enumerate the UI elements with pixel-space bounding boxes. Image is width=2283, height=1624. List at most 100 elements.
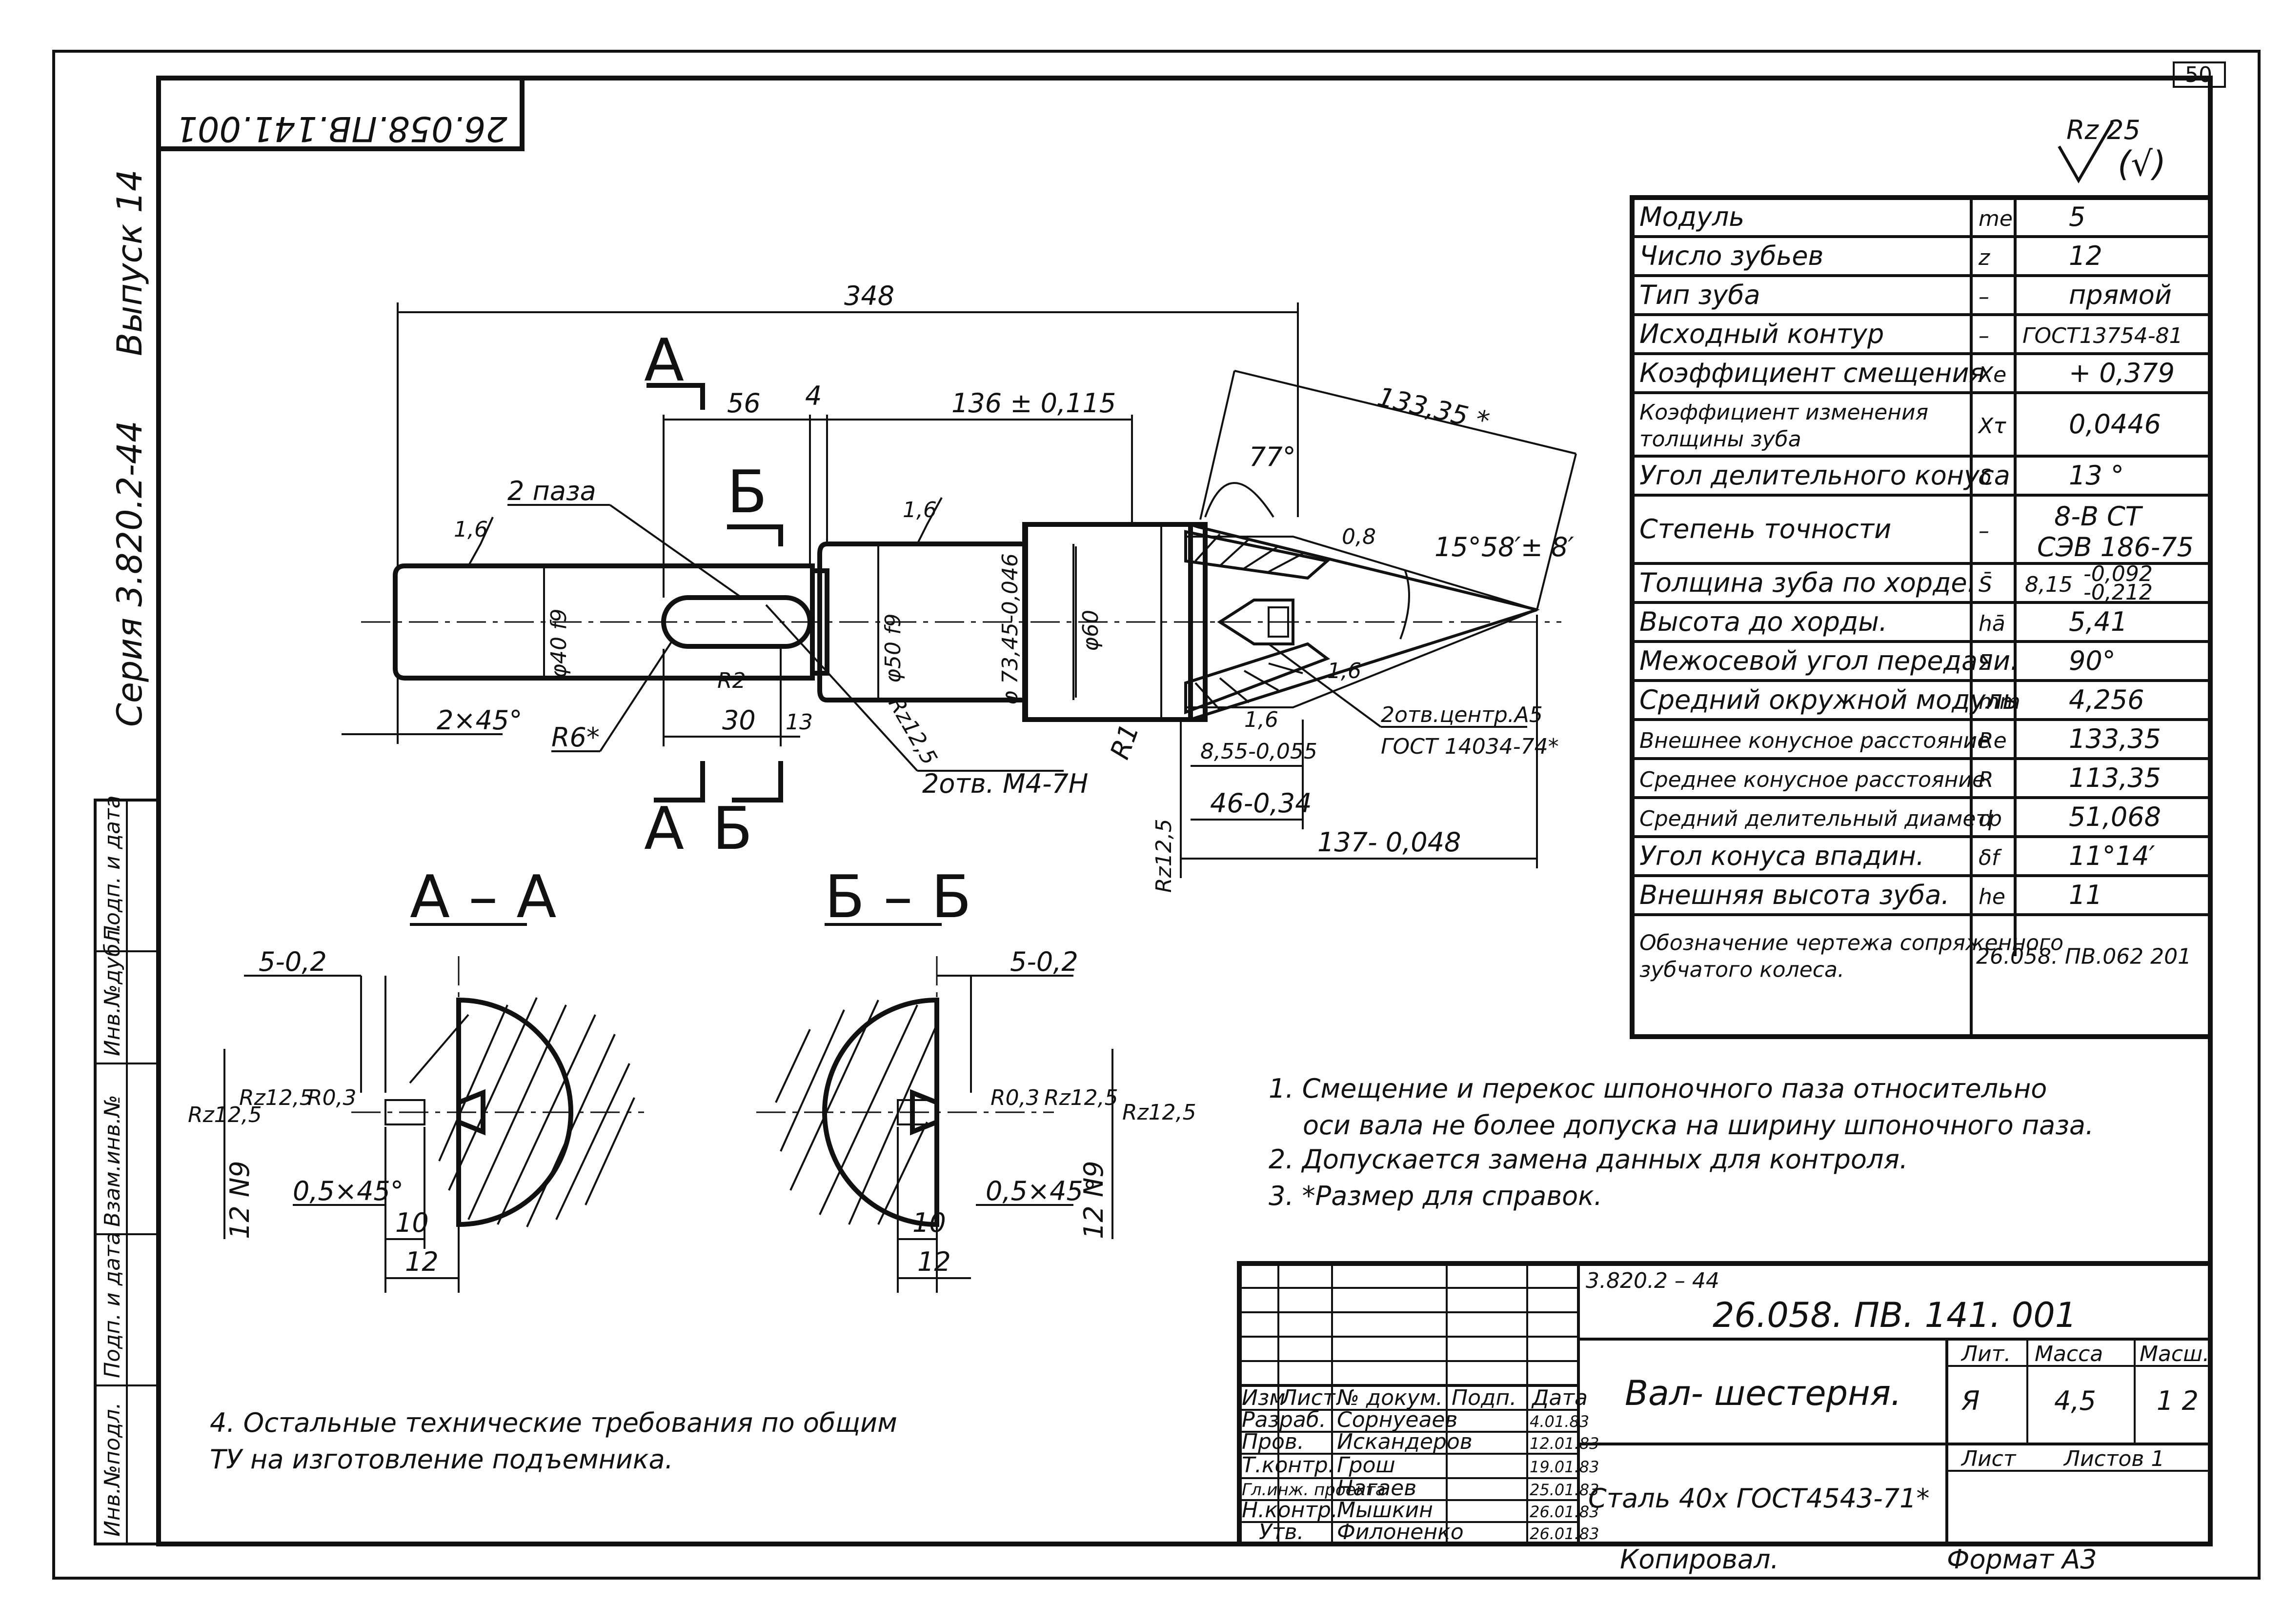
svg-text:5-0,2: 5-0,2	[1010, 946, 1078, 977]
svg-text:0,8: 0,8	[1342, 524, 1376, 549]
svg-text:12: 12	[405, 1246, 439, 1277]
svg-text:12 N9: 12 N9	[224, 1161, 255, 1239]
svg-text:Нагаев: Нагаев	[1337, 1476, 1416, 1501]
params-name: Обозначение чертежа сопряженного	[1639, 931, 2063, 956]
svg-text:26.01.83: 26.01.83	[1530, 1503, 1599, 1521]
params-name: Средний окружной модуль	[1639, 684, 2018, 715]
svg-text:77°: 77°	[1249, 441, 1296, 472]
svg-text:1,6: 1,6	[454, 517, 488, 542]
tooth-hatch-top	[1184, 530, 1331, 580]
svg-text:4.01.83: 4.01.83	[1530, 1412, 1589, 1431]
params-name: Коэффициент изменения	[1639, 400, 1928, 425]
params-symbol: z	[1978, 245, 1990, 270]
svg-text:1,6: 1,6	[1244, 707, 1278, 732]
params-name: Число зубьев	[1639, 241, 1823, 271]
params-value: 8,15	[2025, 572, 2073, 597]
params-value: ГОСТ13754-81	[2022, 323, 2183, 348]
left-strip: Подп. и дата Инв.№дубл. Взам.инв.№ Подп.…	[94, 795, 160, 1545]
params-value: + 0,379	[2069, 358, 2175, 388]
params-value: 0,0446	[2069, 409, 2161, 440]
params-value: СЭВ 186-75	[2037, 532, 2194, 562]
dimensions-main: 348 56 4 136 ± 0,115 133,35 * 77° 15°58′…	[342, 281, 1577, 893]
svg-text:Подп. и дата: Подп. и дата	[100, 795, 125, 942]
svg-text:Подп. и дата: Подп. и дата	[100, 1232, 125, 1378]
notes: 1. Смещение и перекос шпоночного паза от…	[1269, 1073, 2094, 1211]
svg-text:10: 10	[395, 1207, 429, 1238]
params-name: Толщина зуба по хорде.	[1639, 567, 1976, 598]
svg-text:13: 13	[786, 710, 813, 735]
svg-text:10: 10	[912, 1207, 946, 1238]
params-value: -0,092	[2083, 561, 2153, 586]
note-1b: оси вала не более допуска на ширину шпон…	[1303, 1110, 2094, 1141]
svg-text:19.01.83: 19.01.83	[1530, 1458, 1599, 1476]
svg-text:Филоненко: Филоненко	[1337, 1520, 1464, 1544]
svg-text:φ50 f9: φ50 f9	[881, 614, 906, 683]
params-name: Среднее конусное расстояние	[1639, 767, 1985, 792]
params-value: 51,068	[2069, 802, 2161, 832]
params-value: 11	[2069, 880, 2102, 910]
svg-text:2×45°: 2×45°	[437, 705, 522, 736]
params-value: 113,35	[2069, 762, 2161, 793]
svg-text:Rz12,5: Rz12,5	[883, 693, 942, 769]
svg-text:2 паза: 2 паза	[507, 476, 596, 506]
params-value: 13 °	[2069, 460, 2124, 491]
svg-text:137- 0,048: 137- 0,048	[1317, 827, 1461, 858]
params-value: прямой	[2069, 280, 2172, 310]
params-value: 26.058. ПВ.062 201	[1976, 944, 2191, 969]
params-symbol: –	[1979, 323, 1989, 348]
svg-text:8,55-0,055: 8,55-0,055	[1200, 739, 1317, 764]
params-symbol: Re	[1979, 728, 2007, 753]
svg-text:№ докум.: № докум.	[1335, 1385, 1443, 1410]
params-symbol: me	[1979, 206, 2013, 231]
params-name: Исходный контур	[1639, 319, 1884, 349]
svg-text:1 2: 1 2	[2157, 1385, 2199, 1416]
svg-text:φ40 f9: φ40 f9	[546, 609, 571, 678]
svg-text:30: 30	[722, 705, 756, 736]
outer-frame	[52, 50, 2261, 1580]
params-symbol: he	[1979, 884, 2005, 909]
series-label: Серия 3.820.2-44	[110, 421, 150, 727]
svg-text:46-0,34: 46-0,34	[1210, 788, 1312, 819]
svg-text:Rz12,5: Rz12,5	[239, 1085, 313, 1110]
sheet-number: 50	[2185, 62, 2212, 87]
svg-text:Rz12,5: Rz12,5	[1152, 819, 1176, 893]
tooth-hatch-bottom	[1184, 642, 1331, 715]
svg-text:1,6: 1,6	[1327, 659, 1361, 683]
params-name: зубчатого колеса.	[1639, 958, 1844, 982]
mirrored-code-box	[156, 76, 525, 151]
params-symbol: –	[1979, 284, 1989, 309]
params-name: толщины зуба	[1639, 427, 1801, 452]
svg-text:5-0,2: 5-0,2	[259, 946, 327, 977]
tb-copied: Копировал.	[1620, 1544, 1779, 1575]
section-markers: А Б А Б	[644, 327, 783, 863]
section-bb-title: Б – Б	[825, 863, 971, 931]
svg-text:R1: R1	[1104, 720, 1145, 763]
params-symbol: hā	[1979, 611, 2005, 636]
params-name: Внешнее конусное расстояние	[1639, 728, 1990, 753]
svg-text:0,5×45°: 0,5×45°	[293, 1176, 404, 1206]
svg-text:Гл.инж. проекта: Гл.инж. проекта	[1242, 1480, 1386, 1500]
params-symbol: δ	[1979, 465, 1992, 490]
tb-format: Формат А3	[1947, 1544, 2097, 1575]
svg-text:0,5×45°: 0,5×45°	[986, 1176, 1096, 1206]
svg-text:25.01.83: 25.01.83	[1530, 1481, 1599, 1499]
note-1: 1. Смещение и перекос шпоночного паза от…	[1269, 1073, 2047, 1104]
svg-text:Rz12,5: Rz12,5	[1044, 1085, 1118, 1110]
params-value: 4,256	[2069, 684, 2144, 715]
params-name: Внешняя высота зуба.	[1639, 880, 1950, 910]
svg-text:Б: Б	[712, 795, 752, 863]
params-value: -0,212	[2083, 580, 2153, 605]
section-bb: Б – Б 5-0,2 R0,3 Rz12,5 Rz12,5 12 N9 0,5…	[756, 863, 1196, 1293]
svg-text:Т.контр.: Т.контр.	[1242, 1453, 1335, 1478]
